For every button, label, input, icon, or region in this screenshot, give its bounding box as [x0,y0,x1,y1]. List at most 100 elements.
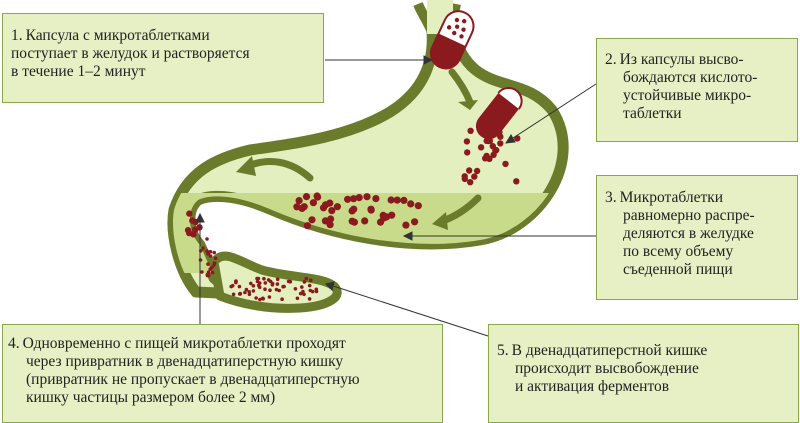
microtablet [350,195,358,203]
microtablet [328,207,336,215]
microtablet [231,292,236,297]
microtablet [262,276,266,281]
callout-1-number: 1. [11,27,23,44]
microtablet [309,199,317,207]
pointer-line-icon [195,55,597,337]
microtablet [237,284,242,289]
microtablet [467,127,474,134]
callout-4-line-4: кишку частицы размером более 2 мм) [26,389,276,406]
microtablet [461,175,468,183]
microtablet [201,246,205,250]
microtablet [205,273,210,278]
microtablet [344,195,352,203]
microtablet [411,218,419,226]
microtablet [288,279,293,284]
microtablet [230,283,235,288]
microtablet [363,193,371,201]
microtablet [464,149,471,156]
microtablet [274,287,279,292]
microtablet [400,196,408,204]
microtablet [493,146,500,154]
microtablet [333,203,341,211]
microtablet [382,213,391,221]
callout-4-line-2: через привратник в двенадцатиперстную ки… [26,353,344,370]
microtablet [355,194,363,202]
callout-2: 2.Из капсулы высво- бождаются кислото- у… [596,38,798,142]
microtablet [256,276,261,281]
microtablet [270,283,275,287]
microtablet [208,249,213,254]
microtablet [275,282,280,286]
microtablet [477,144,485,151]
microtablet [254,296,258,300]
callout-3-line-3: деляются в желудке [623,225,754,242]
microtablet [186,229,193,237]
duodenum [209,251,342,313]
microtablet [321,217,329,225]
microtablet [497,140,504,147]
microtablet [212,263,216,267]
callout-1-line-2: поступает в желудок и растворяется [11,45,250,62]
microtablet [251,284,256,288]
microtablet [244,287,249,292]
microtablet [393,196,401,204]
callout-1: 1.Капсула с микротаблетками поступает в … [2,13,324,103]
microtablet [268,279,273,284]
microtablet [321,201,330,209]
microtablet [350,205,358,213]
callout-5-line-1: В двенадцатиперстной кишке [511,342,708,359]
microtablet [267,295,272,299]
microtablet [361,217,369,225]
callout-2-line-3: устойчивые микро- [623,87,752,104]
microtablet [376,218,385,226]
microtablet [261,296,265,301]
microtablet [206,262,210,266]
microtablet [238,291,242,296]
microtablet [234,279,238,283]
microtablet [263,281,268,285]
microtablet [206,252,210,256]
microtablet [309,278,313,283]
microtablet [189,217,196,224]
callout-3: 3.Микротаблетки равномерно распре- деляю… [596,175,798,300]
microtablet [304,276,309,281]
microtablet [307,297,312,301]
microtablet [490,151,497,158]
microtablet [256,283,261,288]
microtablet [473,167,481,175]
microtablet [302,193,311,201]
callout-3-line-2: равномерно распре- [623,207,755,224]
microtablet [467,179,474,186]
microtablet [282,284,286,289]
microtablet [407,200,415,208]
microtablet [471,173,478,180]
callout-3-line-4: по всему объему [623,243,734,260]
callout-5-line-2: происходит высвобождение [515,360,699,377]
microtablet [243,290,247,295]
callout-1-line-1: Капсула с микротаблетками [25,27,210,44]
microtablet [247,290,251,294]
callout-4-number: 4. [8,335,20,352]
microtablet [263,287,267,292]
microtablet [367,206,375,214]
microtablet [307,283,312,288]
microtablet [308,216,316,224]
microtablet [302,292,306,297]
microtablet [482,155,489,162]
callout-2-line-2: бождаются кислото- [623,69,758,86]
microtablet [414,202,422,210]
microtablet [293,287,298,291]
callout-4: 4.Одновременно с пищей микротаблетки про… [2,324,443,423]
callout-4-line-3: (привратник не пропускает в двенадцатипе… [26,371,360,388]
microtablet [249,281,253,286]
microtablet [466,167,473,174]
microtablet [213,256,218,261]
microtablet [210,270,215,275]
microtablet [300,285,304,289]
curved-arrow-icon [236,68,482,230]
microtablet [387,196,395,204]
microtablet [313,192,321,200]
microtablet [200,270,204,274]
microtablet [310,289,315,294]
callout-3-number: 3. [605,189,617,206]
